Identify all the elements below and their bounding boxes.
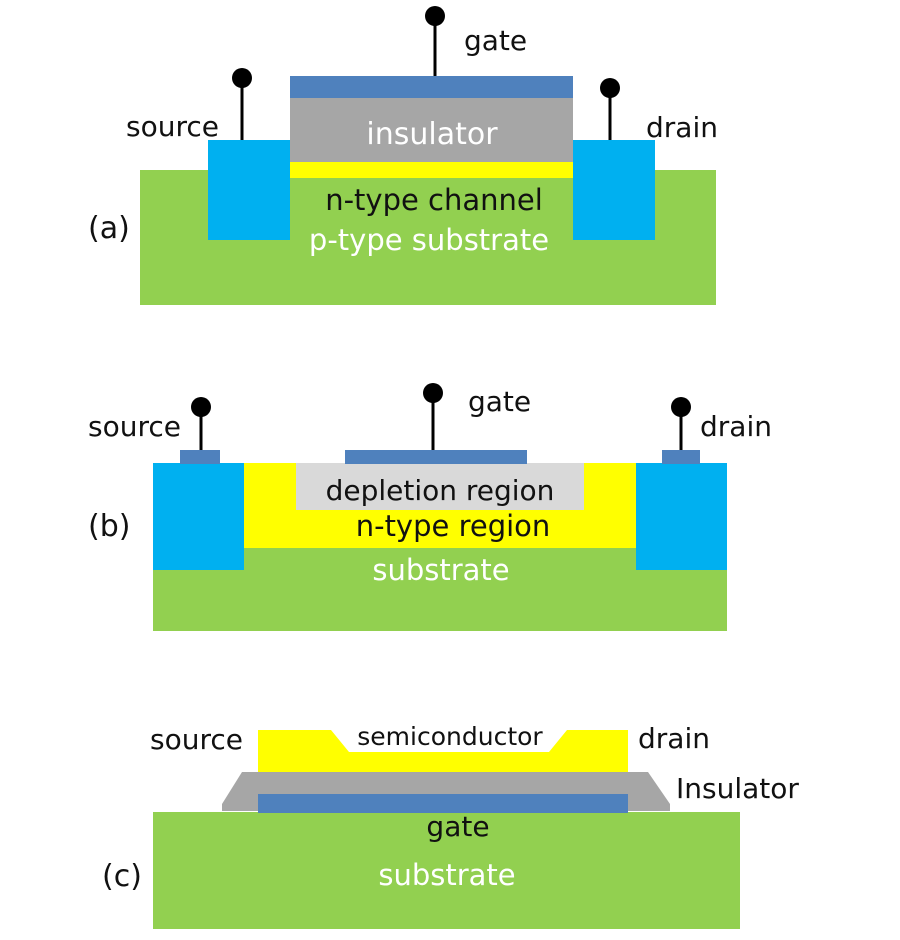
source-electrode — [180, 450, 220, 464]
drain-electrode — [662, 450, 700, 464]
depletion-label: depletion region — [326, 474, 555, 507]
panel-tag-b: (b) — [88, 509, 130, 544]
source-terminal-pin — [232, 68, 252, 88]
insulator-label: insulator — [366, 117, 498, 152]
semiconductor-label: semiconductor — [357, 722, 543, 751]
drain-contact — [573, 140, 655, 240]
drain-terminal-pin — [600, 78, 620, 98]
source-label: source — [88, 410, 181, 443]
panel-b: gate source drain depletion region n-typ… — [88, 383, 772, 631]
source-label: source — [150, 723, 243, 756]
insulator-label: Insulator — [676, 772, 799, 805]
gate-label: gate — [468, 385, 531, 418]
gate-electrode — [258, 794, 628, 813]
n-channel-layer — [290, 162, 573, 178]
drain-contact — [636, 463, 727, 570]
gate-terminal-pin — [423, 383, 443, 403]
source-contact — [153, 463, 244, 570]
semiconductor-layer — [258, 730, 628, 772]
n-region-label: n-type region — [356, 509, 551, 543]
source-label: source — [126, 110, 219, 143]
panel-c: source drain semiconductor Insulator gat… — [102, 722, 799, 929]
panel-a: gate source drain insulator n-type chann… — [88, 6, 718, 305]
depletion-region — [296, 463, 584, 510]
substrate-label: substrate — [378, 858, 515, 892]
insulator-layer — [290, 98, 573, 162]
gate-label: gate — [426, 810, 489, 843]
substrate-label: substrate — [372, 553, 509, 587]
source-terminal-pin — [191, 397, 211, 417]
drain-label: drain — [646, 111, 718, 144]
panel-tag-a: (a) — [88, 211, 130, 246]
drain-terminal-pin — [671, 397, 691, 417]
gate-label: gate — [464, 24, 527, 57]
gate-electrode — [290, 76, 573, 98]
panel-tag-c: (c) — [102, 859, 142, 894]
substrate-layer — [153, 812, 740, 929]
channel-label: n-type channel — [325, 183, 543, 217]
drain-label: drain — [638, 722, 710, 755]
substrate-label: p-type substrate — [309, 223, 549, 257]
gate-electrode — [345, 450, 527, 464]
source-contact — [208, 140, 290, 240]
gate-terminal-pin — [425, 6, 445, 26]
drain-label: drain — [700, 410, 772, 443]
